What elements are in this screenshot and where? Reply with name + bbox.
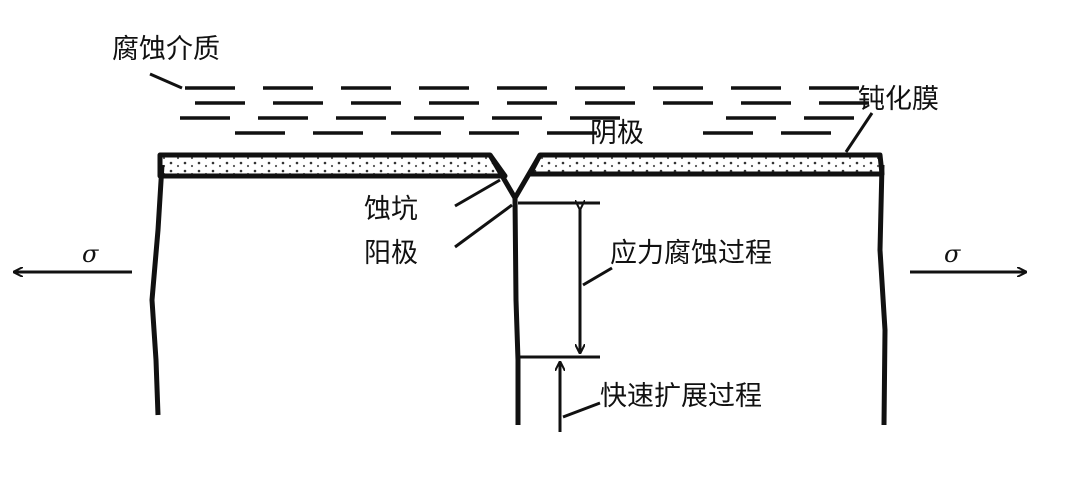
- label-stress-left: σ: [82, 240, 99, 268]
- label-anode: 阳极: [364, 238, 418, 269]
- leader-anode: [454, 203, 513, 249]
- corrosive-medium-dashes: [180, 86, 869, 135]
- passive-film-left: [157, 152, 508, 179]
- crack-line: [512, 197, 521, 425]
- label-cathode: 阴极: [590, 118, 644, 149]
- specimen-left-edge: [149, 164, 165, 416]
- leader-corrosive-medium: [149, 72, 183, 90]
- leader-passive-film: [844, 112, 874, 153]
- label-passive-film: 钝化膜: [858, 84, 939, 115]
- passive-film-right: [527, 152, 885, 177]
- leader-fast: [562, 401, 601, 419]
- label-corrosive-medium: 腐蚀介质: [112, 34, 220, 65]
- specimen-right-edge: [877, 164, 888, 426]
- leader-pit: [454, 178, 501, 208]
- label-stress-right: σ: [944, 240, 961, 268]
- label-pit: 蚀坑: [364, 194, 418, 225]
- label-scc-process: 应力腐蚀过程: [610, 238, 772, 269]
- label-fast-propagation: 快速扩展过程: [600, 381, 762, 412]
- leader-scc: [582, 266, 613, 287]
